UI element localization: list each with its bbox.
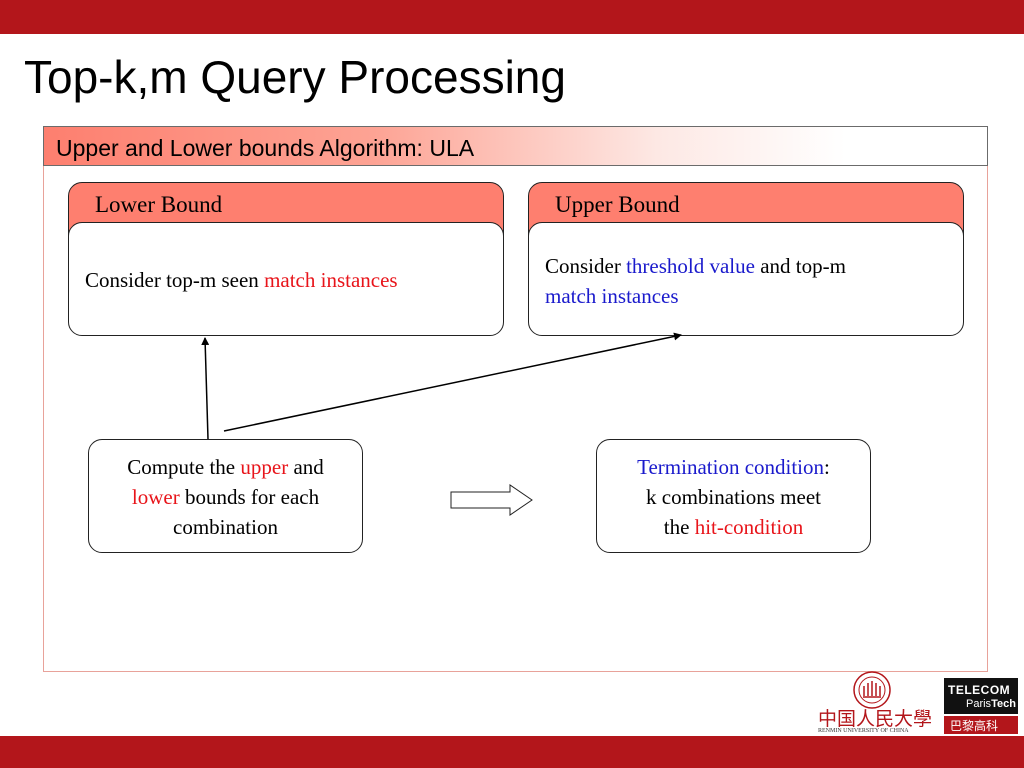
hit-condition-highlight: hit-condition xyxy=(694,515,804,539)
termination-colon: : xyxy=(824,455,830,479)
lower-bound-box: Consider top-m seen match instances xyxy=(68,222,504,336)
termination-condition-box: Termination condition:k combinations mee… xyxy=(596,439,871,553)
upper-bound-title: Upper Bound xyxy=(555,192,680,217)
telecom-line1: TELECOM xyxy=(948,683,1011,697)
compute-upper-highlight: upper xyxy=(240,455,289,479)
ruc-chinese-name: 中国人民大學 xyxy=(818,708,933,730)
compute-bounds-box: Compute the upper and lower bounds for ea… xyxy=(88,439,363,553)
logos-area: 中国人民大學 RENMIN UNIVERSITY OF CHINA TELECO… xyxy=(812,668,1024,736)
telecom-chinese-logo: 巴黎高科 xyxy=(944,716,1018,734)
slide-title: Top-k,m Query Processing xyxy=(24,51,566,103)
termination-line2: k combinations meet xyxy=(646,485,821,509)
telecom-paris: Paris xyxy=(966,698,992,710)
upper-bound-text: Consider threshold value and top-m match … xyxy=(545,251,945,311)
telecom-logo: TELECOM ParisTech xyxy=(944,678,1018,714)
ruc-seal-icon xyxy=(853,671,891,709)
upper-bound-highlight-2: match instances xyxy=(545,284,679,308)
lower-bound-text: Consider top-m seen match instances xyxy=(85,265,398,295)
compute-lower-highlight: lower xyxy=(131,485,180,509)
top-banner xyxy=(0,0,1024,34)
block-arrow-right-icon xyxy=(450,484,533,516)
upper-bound-box: Consider threshold value and top-m match … xyxy=(528,222,964,336)
compute-bounds-text: Compute the upper and lower bounds for ea… xyxy=(89,452,362,542)
termination-text: Termination condition:k combinations mee… xyxy=(597,452,870,542)
section-header-text: Upper and Lower bounds Algorithm: ULA xyxy=(56,135,475,161)
upper-bound-text-plain-1: Consider xyxy=(545,254,627,278)
arrow-up-icon xyxy=(201,337,210,440)
upper-bound-text-plain-2: and top-m xyxy=(754,254,846,278)
telecom-tech: Tech xyxy=(991,698,1016,710)
termination-highlight: Termination condition xyxy=(637,455,825,479)
upper-bound-highlight-1: threshold value xyxy=(626,254,755,278)
telecom-line2: ParisTech xyxy=(966,698,1016,710)
compute-line1-end: and xyxy=(288,455,324,479)
lower-bound-title: Lower Bound xyxy=(95,192,223,217)
bottom-banner xyxy=(0,736,1024,768)
termination-line3-plain: the xyxy=(663,515,695,539)
compute-line3: combination xyxy=(173,515,278,539)
compute-line2-plain: bounds for each xyxy=(179,485,320,509)
arrow-diagonal-icon xyxy=(223,332,682,432)
lower-bound-text-plain: Consider top-m seen xyxy=(85,268,265,292)
lower-bound-highlight: match instances xyxy=(264,268,398,292)
telecom-chinese-text: 巴黎高科 xyxy=(950,719,999,733)
ruc-english-name: RENMIN UNIVERSITY OF CHINA xyxy=(818,728,909,734)
section-header: Upper and Lower bounds Algorithm: ULA xyxy=(43,126,988,166)
compute-line1-plain: Compute the xyxy=(127,455,241,479)
